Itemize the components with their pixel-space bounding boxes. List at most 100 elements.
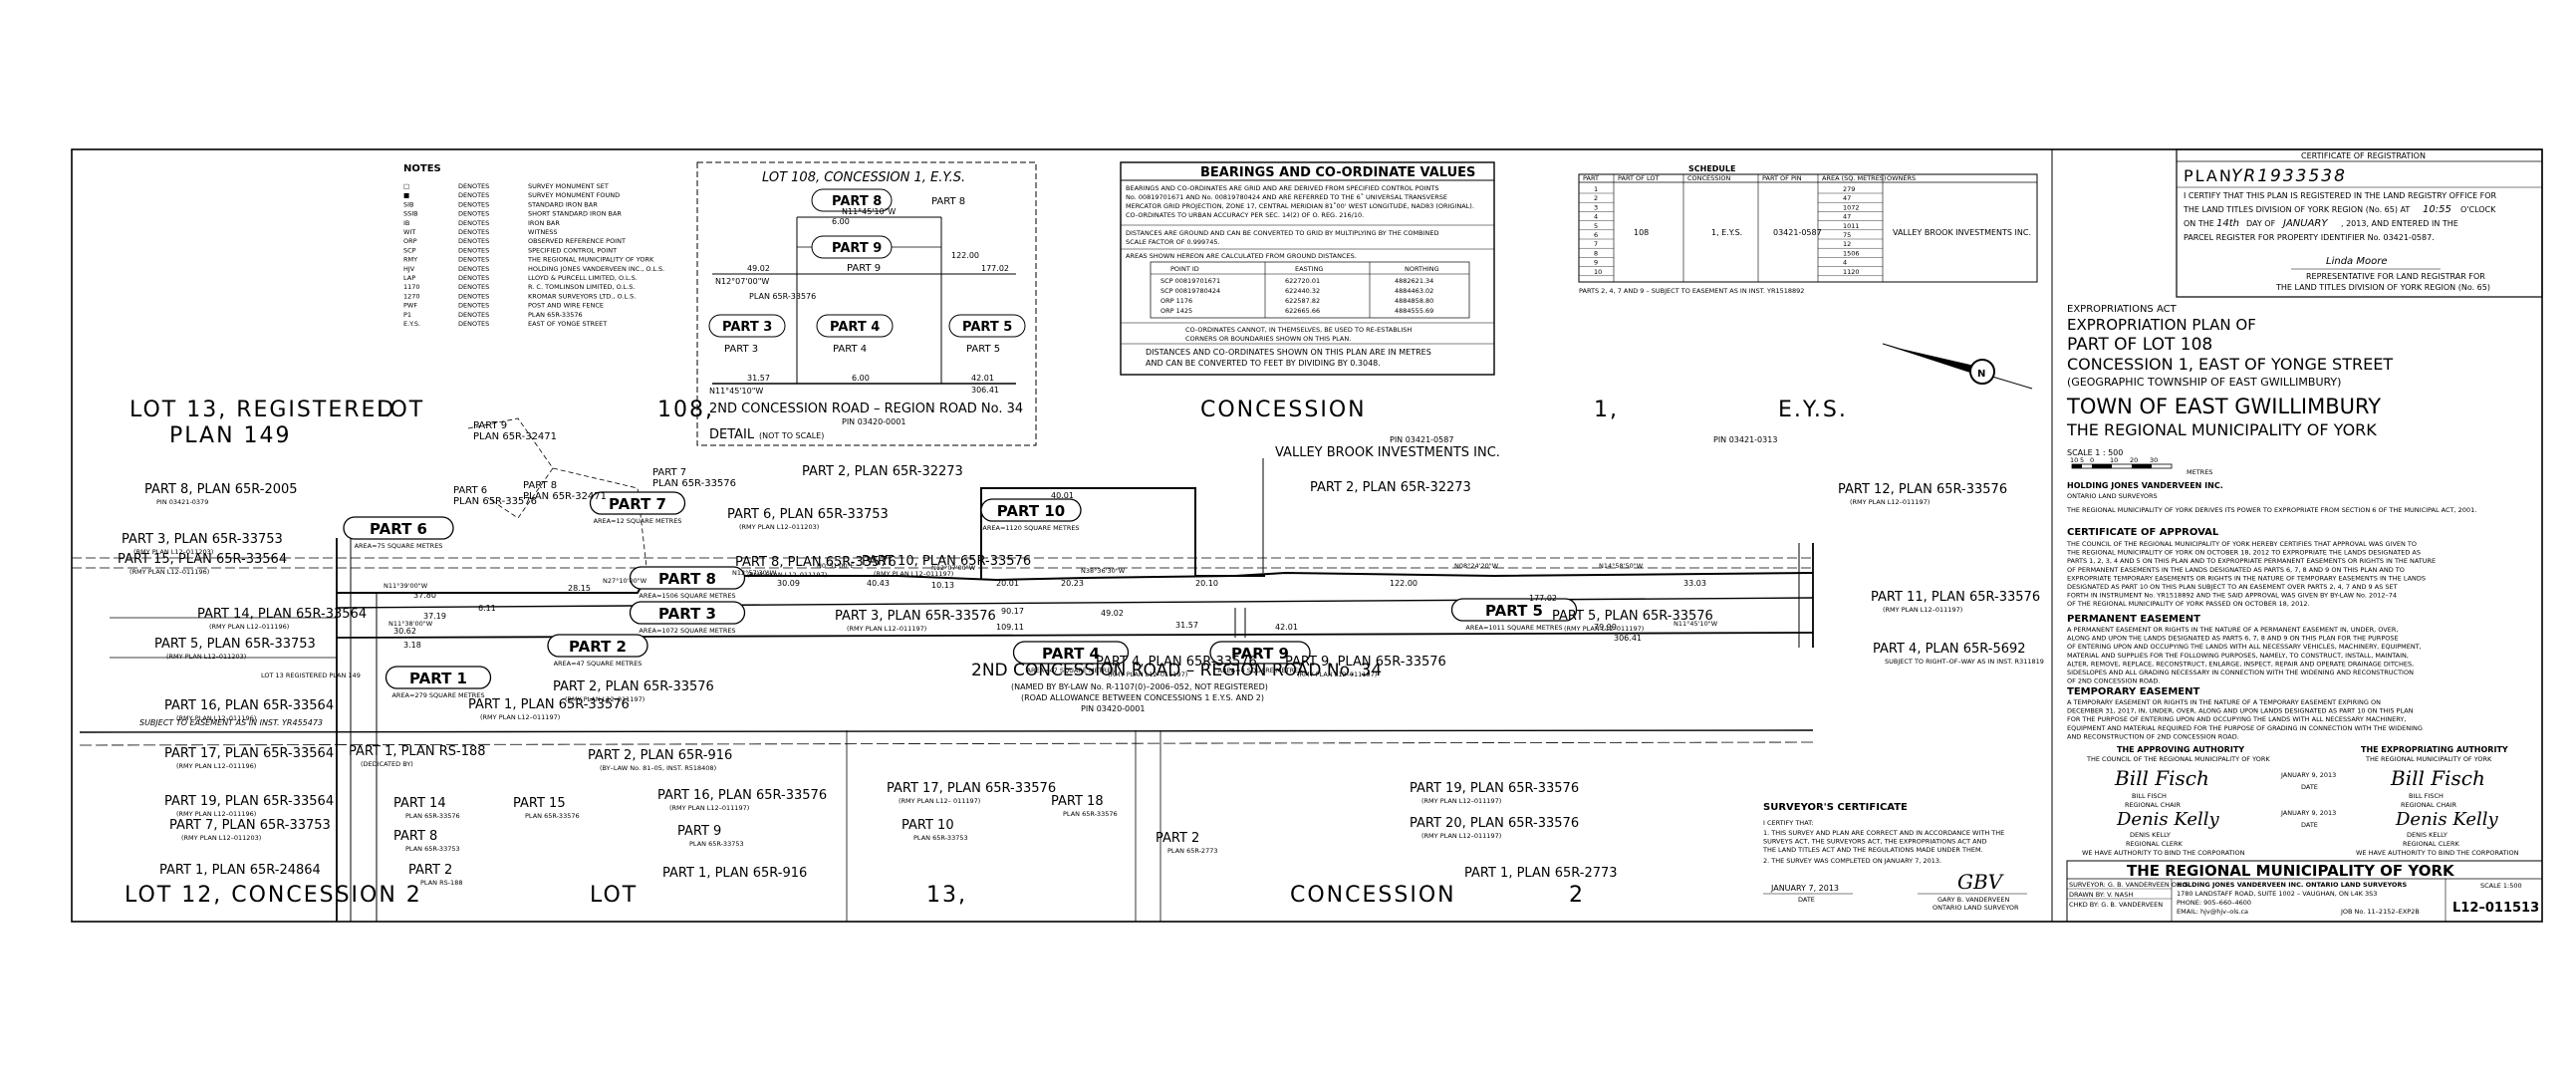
part-name: PART 5 bbox=[1485, 602, 1543, 620]
pin-right: PIN 03421-0313 bbox=[1713, 435, 1777, 444]
north-arrow-icon: N bbox=[1882, 343, 2033, 390]
notes-title: NOTES bbox=[403, 163, 441, 174]
map-bearing: N0°51'00"E bbox=[817, 562, 855, 570]
map-part-label: PART 10 bbox=[902, 818, 954, 833]
bearings-para1-line: CO-ORDINATES TO URBAN ACCURACY PER SEC. … bbox=[1126, 211, 1364, 219]
map-part-sublabel: (RMY PLAN L12–011197) bbox=[565, 695, 644, 703]
bearings-cell: 622665.66 bbox=[1285, 307, 1320, 315]
notes-denotes: DENOTES bbox=[458, 320, 489, 328]
map-part-sublabel: PLAN 65R-33753 bbox=[913, 834, 968, 842]
part-name: PART 4 bbox=[1042, 645, 1100, 663]
approving-name-2: DENIS KELLY bbox=[2130, 831, 2171, 839]
bearings-cell: 4882621.34 bbox=[1395, 277, 1433, 285]
approving-date-label-2: DATE bbox=[2301, 821, 2318, 829]
map-part-sublabel: PLAN 65R-33576 bbox=[405, 812, 460, 820]
mini-part-label: PART 8 bbox=[523, 480, 557, 491]
registration-line2: THE LAND TITLES DIVISION OF YORK REGION … bbox=[2183, 205, 2410, 214]
drawing-number: L12–011513 bbox=[2452, 901, 2539, 916]
checked-by: CHKD BY: G. B. VANDERVEEN bbox=[2069, 901, 2163, 909]
notes-symbol: P1 bbox=[403, 311, 411, 319]
map-part-sublabel: (RMY PLAN L12–011197) bbox=[874, 570, 953, 578]
concession-number: 1, bbox=[1594, 398, 1619, 422]
firm-address: 1780 LANDSTAFF ROAD, SUITE 1002 – VAUGHA… bbox=[2177, 890, 2377, 898]
map-part-label: PART 18 bbox=[1051, 794, 1104, 809]
approving-role-2: REGIONAL CLERK bbox=[2126, 840, 2183, 848]
detail-pin: PIN 03420-0001 bbox=[842, 417, 905, 426]
map-part-label: PART 2, PLAN 65R-33576 bbox=[553, 679, 714, 694]
mini-part-label: PART 9 bbox=[473, 420, 507, 431]
part-name: PART 10 bbox=[997, 502, 1065, 520]
lot13-label: LOT 13, REGISTERED bbox=[129, 398, 395, 422]
part-oval bbox=[385, 666, 492, 689]
schedule-concession: 1, E.Y.S. bbox=[1711, 228, 1742, 237]
surveyor-signature: GBV bbox=[1957, 870, 2005, 894]
notes-symbol: E.Y.S. bbox=[403, 320, 420, 328]
schedule-part: 8 bbox=[1594, 249, 1598, 257]
map-part-sublabel: (RMY PLAN L12–011197) bbox=[1883, 606, 1962, 614]
map-dimension: 30.62 bbox=[393, 627, 416, 636]
registration-day: 14th bbox=[2216, 218, 2239, 229]
approving-date-2: JANUARY 9, 2013 bbox=[2280, 809, 2336, 817]
title-authority: THE REGIONAL MUNICIPALITY OF YORK DERIVE… bbox=[2066, 506, 2476, 514]
detail-dim: 6.00 bbox=[832, 217, 850, 226]
lot-number: 108, bbox=[657, 398, 714, 422]
scale-tick: 0 bbox=[2090, 456, 2094, 464]
map-bearing: N12°57'30"W bbox=[732, 569, 777, 577]
map-part-label: PART 14 bbox=[393, 796, 446, 811]
notes-description: WITNESS bbox=[528, 228, 558, 236]
notes-denotes: DENOTES bbox=[458, 219, 489, 227]
schedule-area: 75 bbox=[1843, 231, 1851, 239]
expropriating-signature-2: Denis Kelly bbox=[2395, 809, 2499, 830]
road-name: 2ND CONCESSION ROAD – REGION ROAD No. 34 bbox=[971, 661, 1382, 680]
notes-description: IRON BAR bbox=[528, 219, 560, 227]
part-area: AREA=4 SQUARE METRES bbox=[1218, 667, 1303, 674]
detail-subpart-8: PART 8 bbox=[931, 196, 965, 207]
map-part-label: PART 19, PLAN 65R-33576 bbox=[1410, 781, 1579, 796]
plan149-label: PLAN 149 bbox=[169, 423, 292, 448]
bearings-cell: 4884858.80 bbox=[1395, 297, 1433, 305]
mini-part-sublabel: PLAN 65R-32471 bbox=[473, 431, 557, 442]
lot12-label: LOT 12, CONCESSION 2 bbox=[125, 883, 422, 908]
map-part-label: PART 5, PLAN 65R-33753 bbox=[154, 637, 316, 652]
temporary-easement-line: A TEMPORARY EASEMENT OR RIGHTS IN THE NA… bbox=[2067, 698, 2381, 706]
map-part-sublabel: PLAN 65R-2773 bbox=[1167, 847, 1217, 855]
detail-lot-title: LOT 108, CONCESSION 1, E.Y.S. bbox=[762, 170, 965, 185]
map-part-sublabel: PLAN 65R-33576 bbox=[525, 812, 580, 820]
approving-signature-1: Bill Fisch bbox=[2114, 766, 2209, 790]
notes-description: STANDARD IRON BAR bbox=[528, 200, 598, 208]
notes-denotes: DENOTES bbox=[458, 292, 489, 300]
two-label: 2 bbox=[1569, 883, 1585, 908]
schedule-lot: 108 bbox=[1634, 228, 1649, 237]
notes-description: KROMAR SURVEYORS LTD., O.L.S. bbox=[528, 292, 636, 300]
schedule-col-header: OWNERS bbox=[1887, 174, 1916, 182]
map-bearing: N08°24'20"W bbox=[1454, 562, 1499, 570]
schedule-part: 5 bbox=[1594, 222, 1598, 230]
registration-line3b: DAY OF bbox=[2246, 219, 2276, 228]
map-part-sublabel: (RMY PLAN L12–011203) bbox=[166, 653, 246, 661]
road-allowance: (ROAD ALLOWANCE BETWEEN CONCESSIONS 1 E.… bbox=[1021, 693, 1264, 702]
schedule-part: 10 bbox=[1594, 268, 1602, 276]
notes-symbol: IB bbox=[403, 219, 409, 227]
permanent-easement-line: SIDESLOPES AND ALL GRADING NECESSARY IN … bbox=[2067, 669, 2414, 676]
map-part-sublabel: (RMY PLAN L12–011196) bbox=[209, 623, 289, 631]
certificate-approval-title: CERTIFICATE OF APPROVAL bbox=[2067, 527, 2219, 538]
notes-denotes: DENOTES bbox=[458, 228, 489, 236]
detail-dim: 49.02 bbox=[747, 264, 770, 273]
registration-line4: PARCEL REGISTER FOR PROPERTY IDENTIFIER … bbox=[2184, 233, 2435, 242]
bearings-para1-line: BEARINGS AND CO-ORDINATES ARE GRID AND A… bbox=[1126, 184, 1438, 192]
notes-denotes: DENOTES bbox=[458, 182, 489, 190]
mini-part-sublabel: PLAN 65R-33576 bbox=[652, 478, 736, 489]
map-dimension: 31.57 bbox=[1175, 621, 1198, 630]
bearings-para2-line: DISTANCES ARE GROUND AND CAN BE CONVERTE… bbox=[1126, 229, 1438, 237]
notes-denotes: DENOTES bbox=[458, 237, 489, 245]
notes-denotes: DENOTES bbox=[458, 283, 489, 291]
map-part-sublabel: PLAN RS-188 bbox=[420, 879, 462, 887]
map-part-label: PART 5, PLAN 65R-33576 bbox=[1552, 609, 1713, 624]
detail-scale-note: (NOT TO SCALE) bbox=[759, 431, 824, 440]
mini-part-label: PART 7 bbox=[652, 467, 686, 478]
approving-authority: THE APPROVING AUTHORITY bbox=[2117, 745, 2244, 754]
expropriating-role-2: REGIONAL CLERK bbox=[2403, 840, 2459, 848]
map-part-label: PART 2 bbox=[1156, 831, 1199, 846]
detail-subpart-5: PART 5 bbox=[966, 344, 1000, 355]
